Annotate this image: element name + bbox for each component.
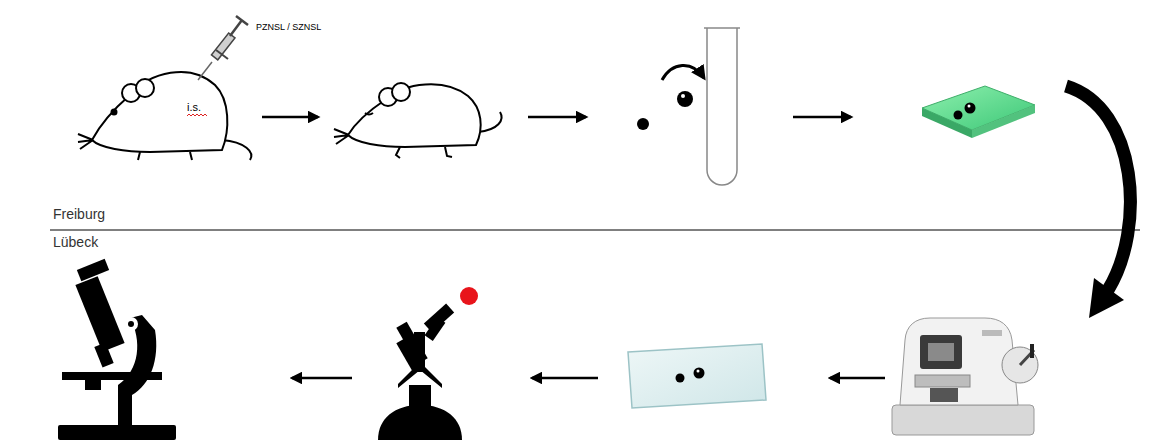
mouse-icon xyxy=(78,72,251,160)
shipping-arrow xyxy=(1066,86,1130,318)
flow-arrow xyxy=(262,116,851,119)
antibody-icon xyxy=(378,287,478,440)
site-label: Freiburg xyxy=(53,206,105,222)
syringe-icon xyxy=(198,16,248,80)
site-divider xyxy=(50,230,1140,231)
embedding-block xyxy=(922,86,1035,138)
route-label: i.s. xyxy=(187,101,201,114)
microtome-icon xyxy=(892,318,1038,435)
flow-arrow xyxy=(292,377,885,380)
test-tube xyxy=(707,28,737,185)
microscope-icon xyxy=(58,259,176,440)
anesthetized-mouse-icon xyxy=(334,83,502,158)
injection-label: PZNSL / SZNSL xyxy=(256,22,321,32)
spell-underline xyxy=(187,114,207,116)
transfer-arrow xyxy=(662,65,704,80)
site-label: Lübeck xyxy=(53,234,98,250)
glass-slide xyxy=(628,344,766,408)
tissue-sample xyxy=(637,91,693,130)
